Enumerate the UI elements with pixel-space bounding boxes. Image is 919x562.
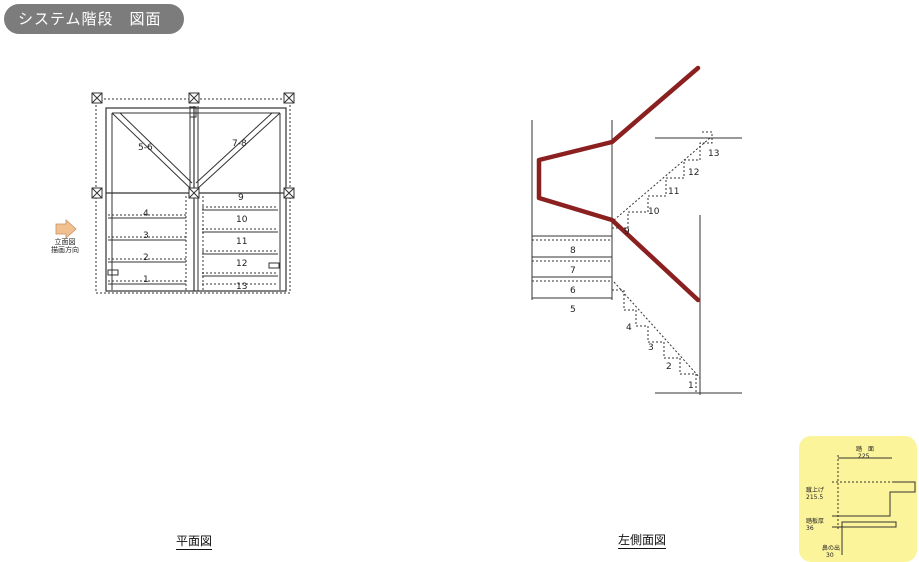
plan-handrail-stub-right	[268, 262, 280, 269]
side-mid-treads	[532, 235, 612, 299]
side-step-label: 11	[668, 187, 679, 197]
plan-right-treads	[202, 196, 278, 290]
view-direction-line-2: 描画方向	[51, 246, 79, 254]
detail-tread-label: 踏 面	[856, 445, 874, 453]
plan-left-treads	[108, 196, 187, 290]
side-step-label: 12	[688, 168, 699, 178]
step-detail-panel	[799, 436, 917, 562]
plan-landing-diagonal-b	[119, 112, 193, 184]
side-upper-flight-profile	[612, 131, 713, 229]
side-step-label: 8	[570, 246, 576, 256]
side-step-label: 3	[648, 343, 654, 353]
side-step-label: 6	[570, 286, 576, 296]
side-step-label: 2	[666, 362, 672, 372]
plan-landing-label-left: 5-6	[138, 143, 153, 153]
plan-view-caption: 平面図	[176, 532, 213, 550]
side-upper-stringer	[613, 137, 711, 221]
detail-nosing-label: 鼻の出	[822, 544, 840, 552]
side-step-label: 10	[648, 207, 660, 217]
detail-lower-tread	[841, 521, 897, 528]
side-step-label: 1	[688, 381, 694, 391]
detail-upper-tread	[842, 481, 916, 517]
side-lower-flight-profile	[612, 289, 697, 392]
plan-step-label: 4	[143, 209, 149, 219]
detail-thickness-value: 36	[806, 525, 814, 532]
plan-step-label: 2	[143, 253, 149, 263]
view-direction-arrow-icon	[55, 219, 77, 239]
plan-handrail-stub-top	[189, 106, 197, 118]
plan-step-label: 13	[236, 282, 247, 292]
view-direction-label: 立面図 描画方向	[51, 238, 79, 254]
plan-landing-diagonal-a	[111, 112, 193, 191]
plan-landing-diagonal-c	[195, 112, 281, 191]
detail-tread-value: 225	[858, 453, 870, 460]
plan-step-label: 9	[238, 193, 244, 203]
side-step-label: 5	[570, 305, 576, 315]
side-step-label: 7	[570, 266, 576, 276]
plan-step-label: 11	[236, 237, 247, 247]
detail-nosing-value: 30	[826, 552, 834, 559]
side-view-caption: 左側面図	[618, 531, 667, 549]
plan-view-caption-text: 平面図	[176, 534, 213, 550]
side-step-label: 9	[624, 227, 630, 237]
detail-thickness-label: 踏板厚	[806, 517, 824, 525]
plan-step-label: 12	[236, 259, 247, 269]
plan-post-markers	[91, 92, 295, 199]
handrail-path	[536, 65, 701, 303]
side-view-caption-text: 左側面図	[618, 533, 667, 549]
plan-handrail-stub-left	[107, 269, 119, 276]
plan-step-label: 1	[143, 275, 149, 285]
side-lower-stringer	[613, 281, 701, 379]
view-direction-line-1: 立面図	[54, 238, 76, 246]
detail-riser-label: 蹴上げ	[806, 486, 824, 494]
plan-step-label: 10	[236, 215, 248, 225]
detail-riser-value: 215.5	[806, 494, 823, 501]
side-step-label: 4	[626, 323, 632, 333]
plan-step-label: 3	[143, 231, 149, 241]
page-title: システム階段 図面	[18, 10, 162, 28]
plan-landing-label-right: 7-8	[232, 139, 247, 149]
page-title-tab: システム階段 図面	[4, 4, 184, 34]
side-step-label: 13	[708, 149, 719, 159]
plan-landing-diagonal-d	[195, 112, 273, 184]
